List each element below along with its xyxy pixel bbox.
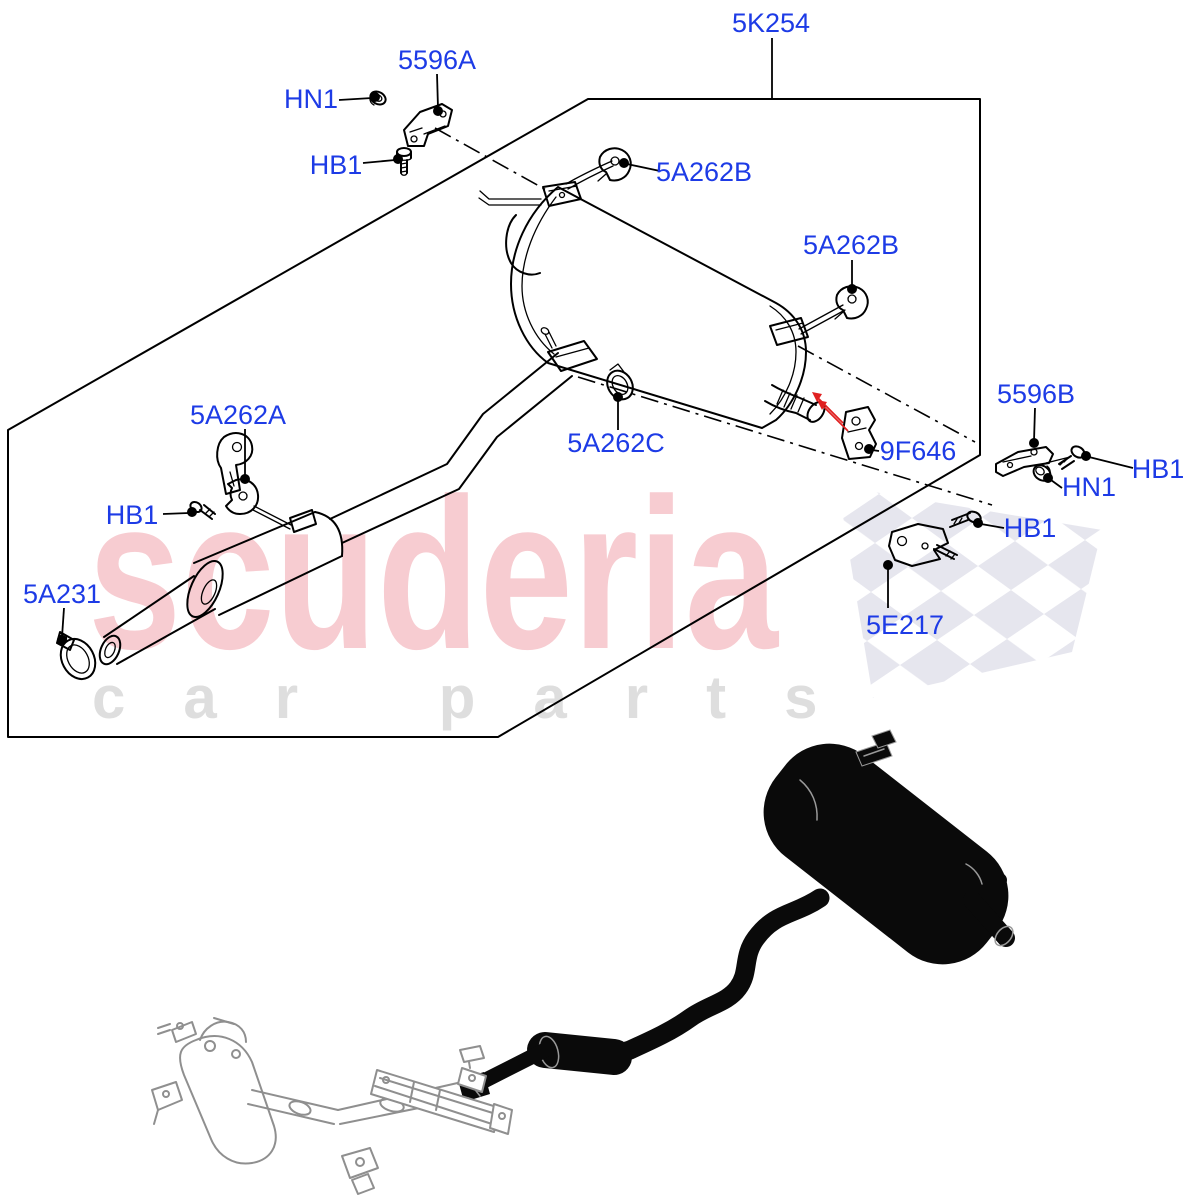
- label-HB1-left: HB1: [106, 500, 159, 530]
- label-5596B: 5596B: [997, 379, 1075, 409]
- rubber-hanger-5A262A: [225, 478, 292, 530]
- label-HN1-right: HN1: [1062, 472, 1116, 502]
- brand-watermark: scuderia: [88, 453, 779, 694]
- center-axis-lines: [434, 127, 993, 506]
- label-9F646: 9F646: [880, 436, 957, 466]
- bracket-9F646: [841, 406, 877, 460]
- bracket-5596B: [995, 440, 1071, 477]
- label-HB1-top: HB1: [310, 150, 363, 180]
- label-5E217: 5E217: [866, 610, 944, 640]
- label-5K254: 5K254: [732, 8, 810, 38]
- label-5A262C: 5A262C: [567, 428, 665, 458]
- isometric-frame: [7, 98, 981, 738]
- label-HB1-bottom: HB1: [1004, 513, 1057, 543]
- leader-lines: [57, 38, 1134, 645]
- bracket-5E217: [888, 523, 958, 567]
- middle-muffler: [98, 509, 344, 666]
- rubber-hanger-5A262B-1: [597, 147, 632, 182]
- label-HN1-top: HN1: [284, 84, 338, 114]
- intermediate-pipe: [329, 327, 598, 544]
- label-5A262B-2: 5A262B: [803, 230, 899, 260]
- label-5A231: 5A231: [23, 579, 101, 609]
- checkered-flag-watermark: [838, 486, 1102, 698]
- clamp-5A262C: [606, 363, 634, 401]
- bracket-5596A: [403, 103, 453, 147]
- assembled-exhaust-silhouette: [458, 729, 1015, 1102]
- part-labels: 5K254 5596A HN1 HB1 5A262B 5A262B 5A262A…: [23, 8, 1184, 640]
- rear-muffler: [478, 160, 846, 429]
- label-HB1-right: HB1: [1132, 454, 1185, 484]
- tagline-watermark: car parts: [92, 664, 875, 731]
- label-5A262A: 5A262A: [190, 400, 286, 430]
- label-5596A: 5596A: [398, 45, 476, 75]
- label-5A262B-1: 5A262B: [656, 157, 752, 187]
- red-pointer-arrows: [812, 392, 849, 432]
- front-pipe-outline: [151, 1017, 513, 1195]
